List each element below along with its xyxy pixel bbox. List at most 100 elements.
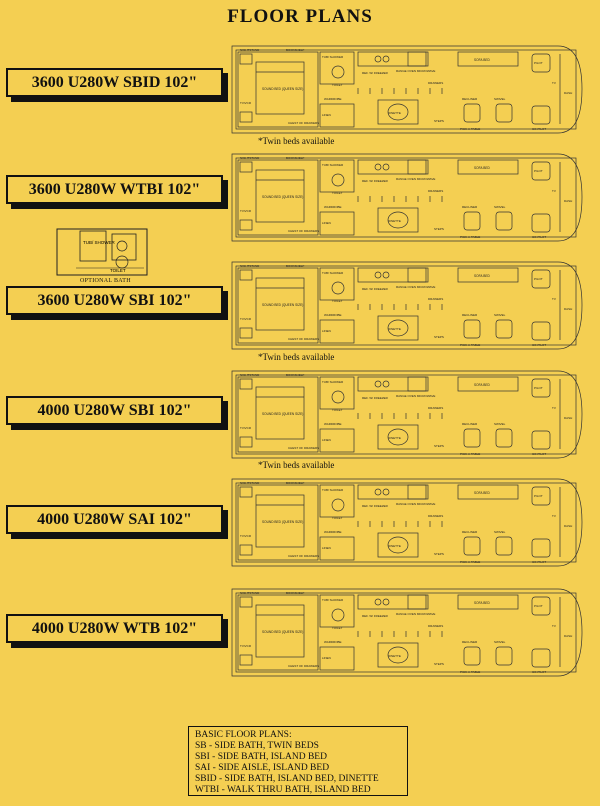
plan-label: SOFA BED [474, 166, 490, 170]
plan-label: CO-PILOT [532, 235, 546, 239]
plan-label: DRAWERS [428, 297, 443, 301]
plan-label: NIGHTSTAND [240, 481, 260, 485]
model-label-4000-wtb: 4000 U280W WTB 102" [6, 614, 223, 643]
plan-label: SWIVEL [494, 640, 506, 644]
plan-label: BOOKSHELF [286, 264, 305, 268]
bed-label: SOUND BED (QUEEN SIZE) [262, 412, 303, 416]
plan-label: TV/VCR [240, 101, 252, 105]
plan-label: SOFA BED [474, 58, 490, 62]
plan-label: DRAWERS [428, 624, 443, 628]
plan-label: TUB/ SHOWER [322, 488, 344, 492]
plan-label: TV/VCR [240, 209, 252, 213]
plan-label: TOILET [332, 516, 343, 520]
plan-label: RANGE OVEN MICROWAVE [396, 612, 435, 616]
plan-label: CO-PILOT [532, 560, 546, 564]
plan-label: WARDROBE [324, 640, 342, 644]
plan-label: RANGE OVEN MICROWAVE [396, 394, 435, 398]
model-label-3600-sbid: 3600 U280W SBID 102" [6, 68, 223, 97]
plan-label: BOOKSHELF [286, 48, 305, 52]
plan-label: TV [552, 624, 556, 628]
plan-label: LINEN [322, 546, 331, 550]
plan-label: REF. W/ FREEZER [362, 614, 389, 618]
plan-label: TV [552, 189, 556, 193]
optional-bath-drawing: TUB/ SHOWER TOILET [56, 228, 148, 276]
plan-label: TV/VCR [240, 426, 252, 430]
plan-label: REF. W/ FREEZER [362, 179, 389, 183]
plan-label: DINETTE [388, 327, 401, 331]
plan-label: DRAWERS [428, 189, 443, 193]
plan-label: RECLINER [462, 530, 478, 534]
plan-label: WARDROBE [324, 313, 342, 317]
plan-label: DASH [564, 91, 572, 95]
plan-label: RANGE OVEN MICROWAVE [396, 285, 435, 289]
plan-label: RECLINER [462, 97, 478, 101]
plan-label: DINETTE [388, 111, 401, 115]
plan-label: TV [552, 81, 556, 85]
plan-label: CO-PILOT [532, 127, 546, 131]
plan-label: PICK-A-TABLE [460, 235, 480, 239]
plan-label: SOFA BED [474, 383, 490, 387]
plan-label: DINETTE [388, 544, 401, 548]
model-label-4000-sbi: 4000 U280W SBI 102" [6, 396, 223, 425]
bed-label: SOUND BED (QUEEN SIZE) [262, 303, 303, 307]
plan-label: TUB/ SHOWER [322, 55, 344, 59]
plan-label: TOILET [332, 626, 343, 630]
plan-label: DINETTE [388, 436, 401, 440]
plan-label: CHEST OF DRAWERS [288, 121, 319, 125]
legend-item: SAI - SIDE AISLE, ISLAND BED [195, 763, 330, 773]
plan-label: PICK-A-TABLE [460, 560, 480, 564]
plan-label: STEPS [434, 335, 444, 339]
plan-label: PICK-A-TABLE [460, 127, 480, 131]
plan-label: DASH [564, 199, 572, 203]
model-label-3600-wtbi: 3600 U280W WTBI 102" [6, 175, 223, 204]
mini-bath-label: TUB/ SHOWER [83, 240, 116, 245]
plan-label: CHEST OF DRAWERS [288, 446, 319, 450]
plan-label: TV/VCR [240, 317, 252, 321]
plan-label: TOILET [332, 408, 343, 412]
model-label-3600-sbi: 3600 U280W SBI 102" [6, 286, 223, 315]
plan-label: TOILET [332, 299, 343, 303]
legend-box: BASIC FLOOR PLANS: SB - SIDE BATH, TWIN … [188, 726, 408, 796]
plan-label: SWIVEL [494, 422, 506, 426]
plan-label: PILOT [534, 169, 543, 173]
plan-label: WARDROBE [324, 97, 342, 101]
plan-label: TUB/ SHOWER [322, 163, 344, 167]
plan-label: LINEN [322, 329, 331, 333]
plan-label: SOFA BED [474, 601, 490, 605]
plan-label: TV [552, 406, 556, 410]
plan-label: CHEST OF DRAWERS [288, 554, 319, 558]
plan-note: *Twin beds available [258, 460, 335, 470]
legend-item: SBID - SIDE BATH, ISLAND BED, DINETTE [195, 774, 379, 784]
plan-label: REF. W/ FREEZER [362, 287, 389, 291]
plan-label: BOOKSHELF [286, 373, 305, 377]
plan-label: PILOT [534, 277, 543, 281]
plan-label: RECLINER [462, 313, 478, 317]
plan-label: DRAWERS [428, 406, 443, 410]
plan-label: PILOT [534, 61, 543, 65]
plan-label: STEPS [434, 119, 444, 123]
model-label-4000-sai: 4000 U280W SAI 102" [6, 505, 223, 534]
plan-label: NIGHTSTAND [240, 373, 260, 377]
plan-label: PICK-A-TABLE [460, 452, 480, 456]
plan-label: PILOT [534, 494, 543, 498]
plan-label: TV [552, 514, 556, 518]
plan-label: TV/VCR [240, 534, 252, 538]
plan-label: CO-PILOT [532, 452, 546, 456]
plan-label: BOOKSHELF [286, 156, 305, 160]
plan-label: TV [552, 297, 556, 301]
plan-label: RANGE OVEN MICROWAVE [396, 177, 435, 181]
plan-label: RECLINER [462, 205, 478, 209]
plan-label: LINEN [322, 656, 331, 660]
plan-note: *Twin beds available [258, 352, 335, 362]
plan-label: STEPS [434, 662, 444, 666]
plan-label: SWIVEL [494, 530, 506, 534]
plan-label: REF. W/ FREEZER [362, 71, 389, 75]
plan-label: NIGHTSTAND [240, 48, 260, 52]
plan-label: BOOKSHELF [286, 591, 305, 595]
plan-label: REF. W/ FREEZER [362, 396, 389, 400]
plan-label: RECLINER [462, 640, 478, 644]
plan-label: WARDROBE [324, 205, 342, 209]
legend-item: SB - SIDE BATH, TWIN BEDS [195, 741, 319, 751]
